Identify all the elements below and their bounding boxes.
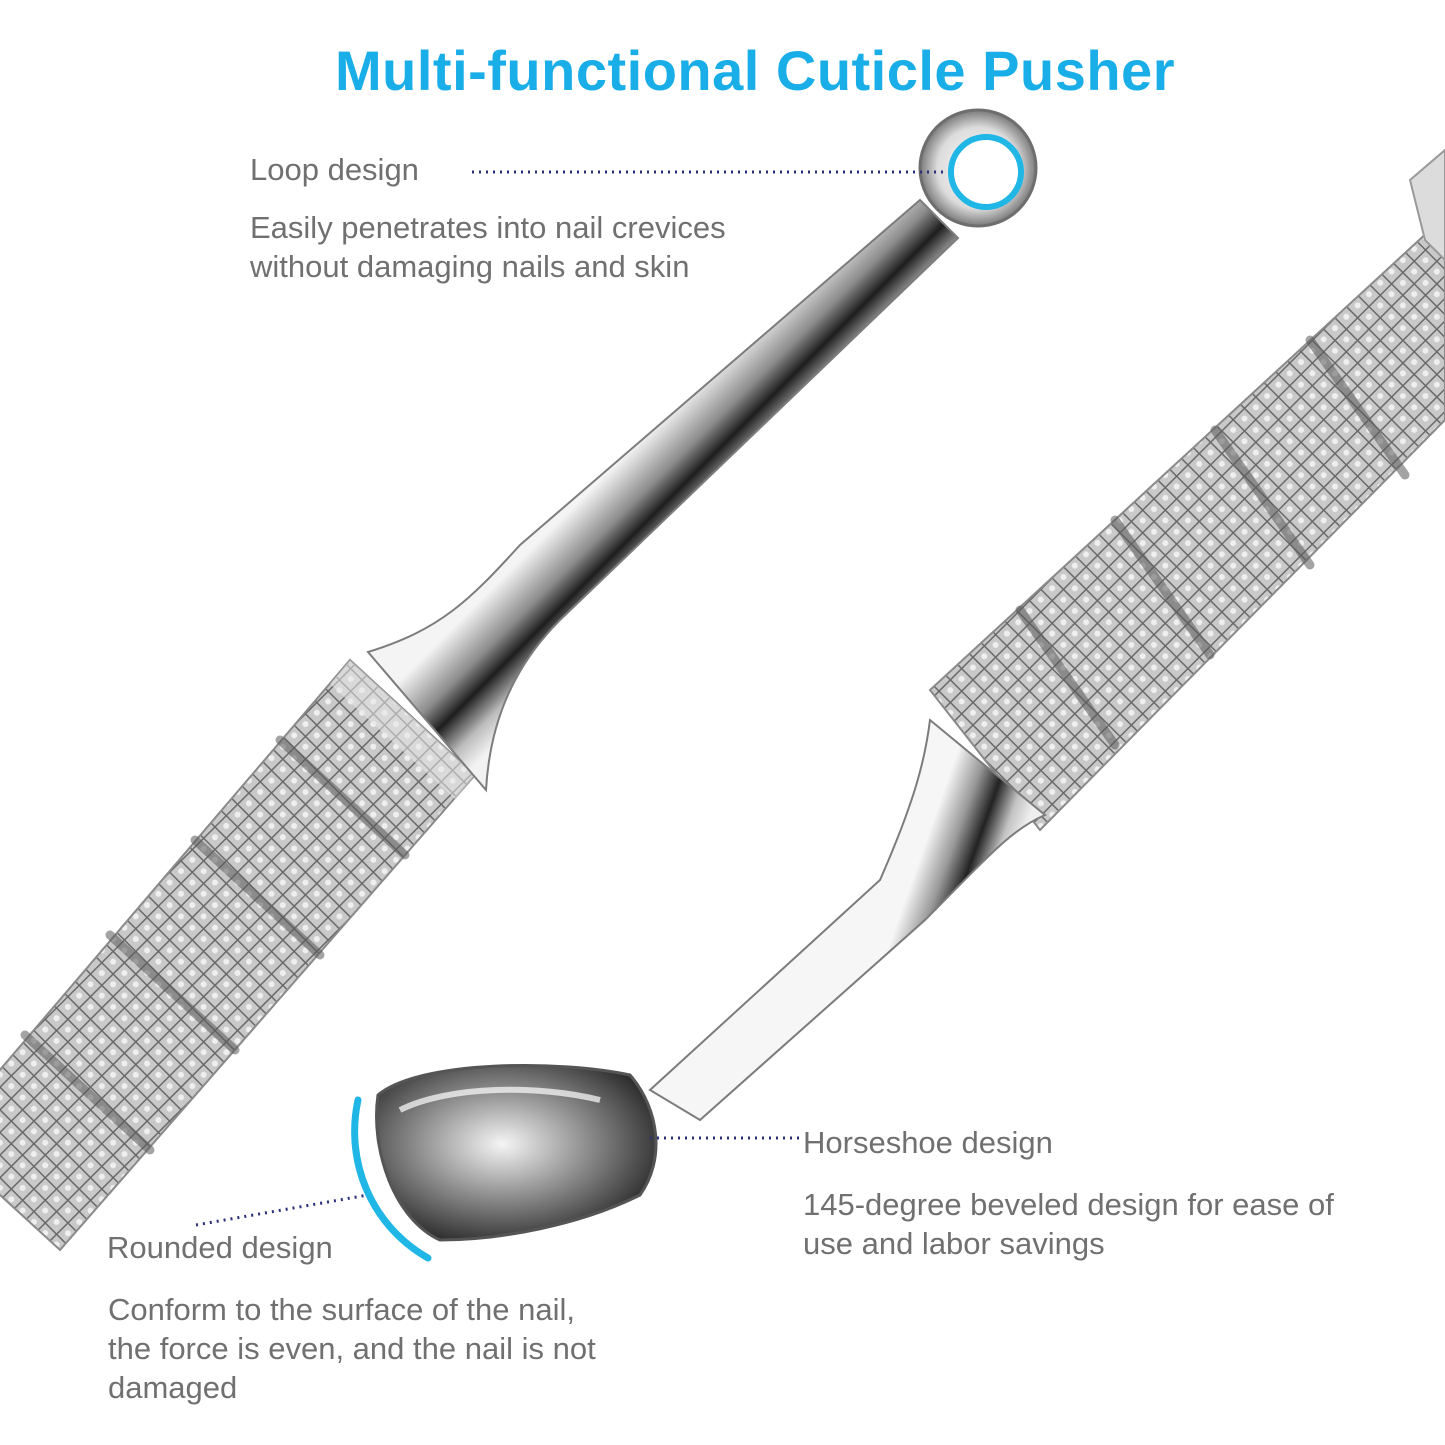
rounded-desc-line: Conform to the surface of the nail, [108,1292,575,1327]
rounded-leader-line [195,1193,369,1227]
left-tool-shaft [366,198,960,793]
right-tool-shaft [648,718,1047,1122]
loop-description: Easily penetrates into nail crevices wit… [250,208,726,286]
horseshoe-desc-line: 145-degree beveled design for ease of [803,1187,1334,1222]
leader-lines [195,170,945,1227]
loop-desc-line: without damaging nails and skin [250,249,690,284]
horseshoe-spoon-head [375,1063,658,1242]
rounded-edge-highlight [351,1096,432,1262]
rounded-heading: Rounded design [107,1230,333,1265]
rounded-desc-line: the force is even, and the nail is not [108,1331,596,1366]
rounded-description: Conform to the surface of the nail, the … [108,1290,596,1407]
horseshoe-heading: Horseshoe design [803,1125,1053,1160]
loop-desc-line: Easily penetrates into nail crevices [250,210,726,245]
horseshoe-description: 145-degree beveled design for ease of us… [803,1185,1334,1263]
left-tool-handle [0,658,477,1252]
right-tool-handle [928,148,1445,832]
loop-heading: Loop design [250,152,419,187]
rounded-desc-line: damaged [108,1370,238,1405]
page-title: Multi-functional Cuticle Pusher [335,39,1175,102]
loop-head [918,108,1038,228]
horseshoe-desc-line: use and labor savings [803,1226,1105,1261]
